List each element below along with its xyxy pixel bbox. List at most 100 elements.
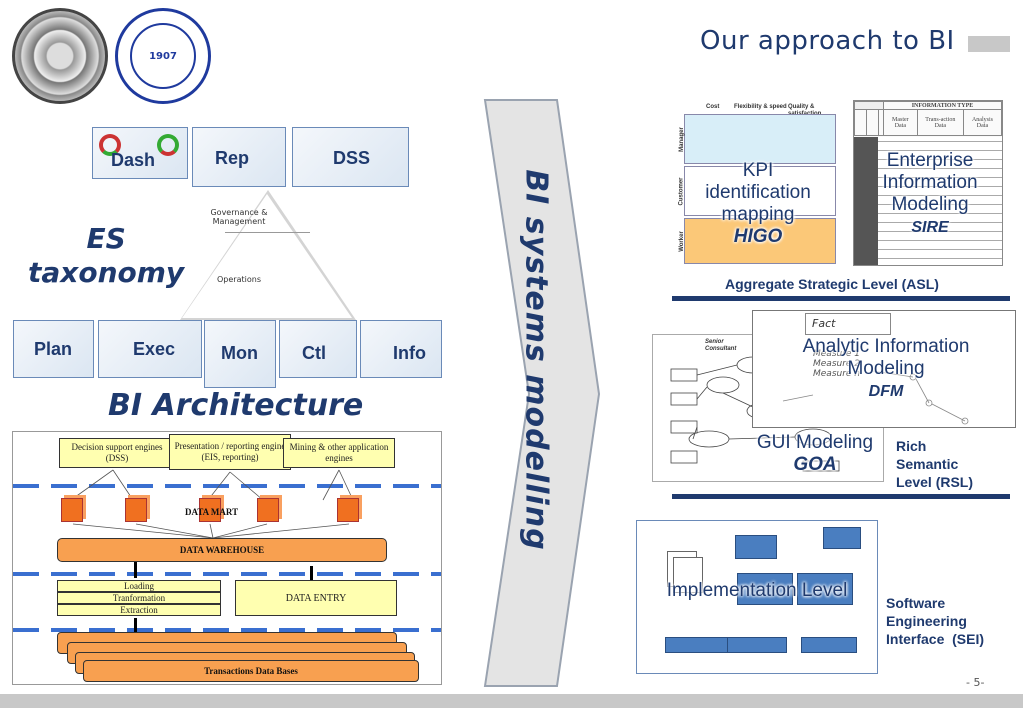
eim-line: Enterprise <box>886 150 974 171</box>
engine-mining-label: Mining & other application engines <box>289 442 389 463</box>
layer-divider <box>13 572 441 576</box>
bi-systems-modelling-chevron <box>483 99 601 687</box>
analytic-information-overlay: Analytic Information Modeling DFM <box>770 336 1002 403</box>
thumb-mon[interactable]: Mon <box>204 320 276 388</box>
page-number: - 5- <box>966 676 985 689</box>
pyramid-inner <box>182 194 352 318</box>
etl-transformation: Tranformation <box>57 592 221 604</box>
thumb-label: Dash <box>111 150 156 170</box>
etl-extraction-label: Extraction <box>120 604 158 615</box>
thumb-label: Exec <box>133 339 176 359</box>
etl-loading: Loading <box>57 580 221 592</box>
implementation-level-overlay: Implementation Level <box>666 580 848 601</box>
kpi-matrix-panel: Cost Flexibility & speed Quality & satis… <box>676 100 836 266</box>
etl-transformation-label: Tranformation <box>112 592 166 603</box>
eim-line: Modeling <box>891 194 969 215</box>
gui-line: GUI Modeling <box>756 432 874 453</box>
bi-architecture-diagram: Decision support engines (DSS) Presentat… <box>12 431 442 685</box>
component-block <box>727 637 787 653</box>
kpi-identification-overlay: KPI identification mapping HIGO <box>678 160 838 248</box>
thumb-label: Info <box>393 343 426 363</box>
info-domains-column <box>854 137 878 265</box>
data-mart-cube <box>61 498 83 522</box>
matrix-header-flex: Flexibility & speed <box>734 104 787 110</box>
data-warehouse-label: DATA WAREHOUSE <box>179 545 265 555</box>
info-type-col: Analysis Data <box>971 116 993 129</box>
etl-extraction: Extraction <box>57 604 221 616</box>
eim-line: Information <box>882 172 978 193</box>
measure-item: Measure 2 <box>813 359 861 369</box>
title-accent-bar <box>968 36 1010 52</box>
sei-line: Engineering <box>886 613 967 629</box>
page-title: Our approach to BI <box>700 26 955 56</box>
rsl-line: Semantic <box>896 456 959 472</box>
thumb-rep[interactable]: Rep <box>192 127 286 187</box>
info-grid <box>878 137 1002 265</box>
thumb-ctl[interactable]: Ctl <box>279 320 357 378</box>
data-mart-cube <box>337 498 359 522</box>
data-mart-label: DATA MART <box>185 507 239 517</box>
es-taxonomy-line2: taxonomy <box>28 256 185 289</box>
measures-list: Measure 1 Measure 2 Measure n <box>813 349 860 379</box>
pyramid-top-label: Governance & Management <box>210 208 268 226</box>
kpi-line: KPI <box>742 160 774 181</box>
component-block <box>665 637 735 653</box>
layer-divider <box>13 484 441 488</box>
info-type-header: INFORMATION TYPE <box>911 102 974 109</box>
eim-method: SIRE <box>911 219 949 236</box>
gauge-icon <box>99 134 121 156</box>
matrix-row-worker <box>684 218 836 264</box>
gui-modeling-overlay: GUI Modeling GOA <box>740 432 890 476</box>
thumb-exec[interactable]: Exec <box>98 320 202 378</box>
engine-reporting-label: Presentation / reporting engine (EIS, re… <box>174 441 286 462</box>
data-warehouse-bar: DATA WAREHOUSE <box>57 538 387 562</box>
asl-divider <box>672 296 1010 301</box>
measure-item: Measure n <box>813 369 861 379</box>
thumb-info[interactable]: Info <box>360 320 442 378</box>
information-type-table: INFORMATION TYPE Master Data Trans-actio… <box>853 100 1003 266</box>
thumb-dss[interactable]: DSS <box>292 127 409 187</box>
implementation-panel <box>636 520 878 674</box>
thumb-plan[interactable]: Plan <box>13 320 94 378</box>
es-taxonomy-label: ES taxonomy <box>28 222 184 290</box>
sei-line: Interface (SEI) <box>886 631 985 647</box>
rsl-divider <box>672 494 1010 499</box>
aim-method: DFM <box>868 383 904 400</box>
asl-level-label: Aggregate Strategic Level (ASL) <box>725 276 939 292</box>
layer-divider <box>13 628 441 632</box>
bi-systems-modelling-label: BI systems modelling <box>518 169 554 551</box>
etl-loading-label: Loading <box>124 580 154 591</box>
component-block <box>797 573 853 605</box>
data-mart-cube <box>257 498 279 522</box>
thumb-label: Mon <box>221 343 258 363</box>
rsl-level-label: Rich Semantic Level (RSL) <box>896 437 973 491</box>
matrix-row-label: Manager <box>678 127 685 152</box>
thumb-label: Rep <box>215 148 250 168</box>
engine-box: Mining & other application engines <box>283 438 395 468</box>
document-icon <box>673 557 703 593</box>
transactions-db-label: Transactions Data Bases <box>204 666 298 676</box>
sei-level-label: Software Engineering Interface (SEI) <box>886 594 984 648</box>
info-type-col: Master Data <box>892 116 909 129</box>
thumb-label: Ctl <box>302 343 326 363</box>
kpi-line: mapping <box>721 204 795 225</box>
pyramid-divider <box>225 232 310 233</box>
measure-item: Measure 1 <box>813 349 861 359</box>
data-mart-cube <box>199 498 221 522</box>
thumb-dash[interactable]: Dash <box>92 127 188 179</box>
tongji-university-logo: 1907 <box>115 8 211 104</box>
matrix-row-manager <box>684 114 836 164</box>
thumb-label: DSS <box>333 148 371 168</box>
up-arrow-icon <box>134 618 137 632</box>
kpi-line: identification <box>705 182 811 203</box>
pyramid-bottom-label: Operations <box>217 275 261 284</box>
matrix-row-customer <box>684 166 836 216</box>
up-arrow-icon <box>310 566 313 580</box>
enterprise-information-overlay: Enterprise Information Modeling SIRE <box>855 150 1005 239</box>
sei-line: Software <box>886 595 946 611</box>
matrix-header-cost: Cost <box>706 104 720 110</box>
up-arrow-icon <box>134 562 137 578</box>
component-block <box>735 535 777 559</box>
aim-line: Modeling <box>847 358 925 379</box>
gui-method: GOA <box>793 454 837 475</box>
